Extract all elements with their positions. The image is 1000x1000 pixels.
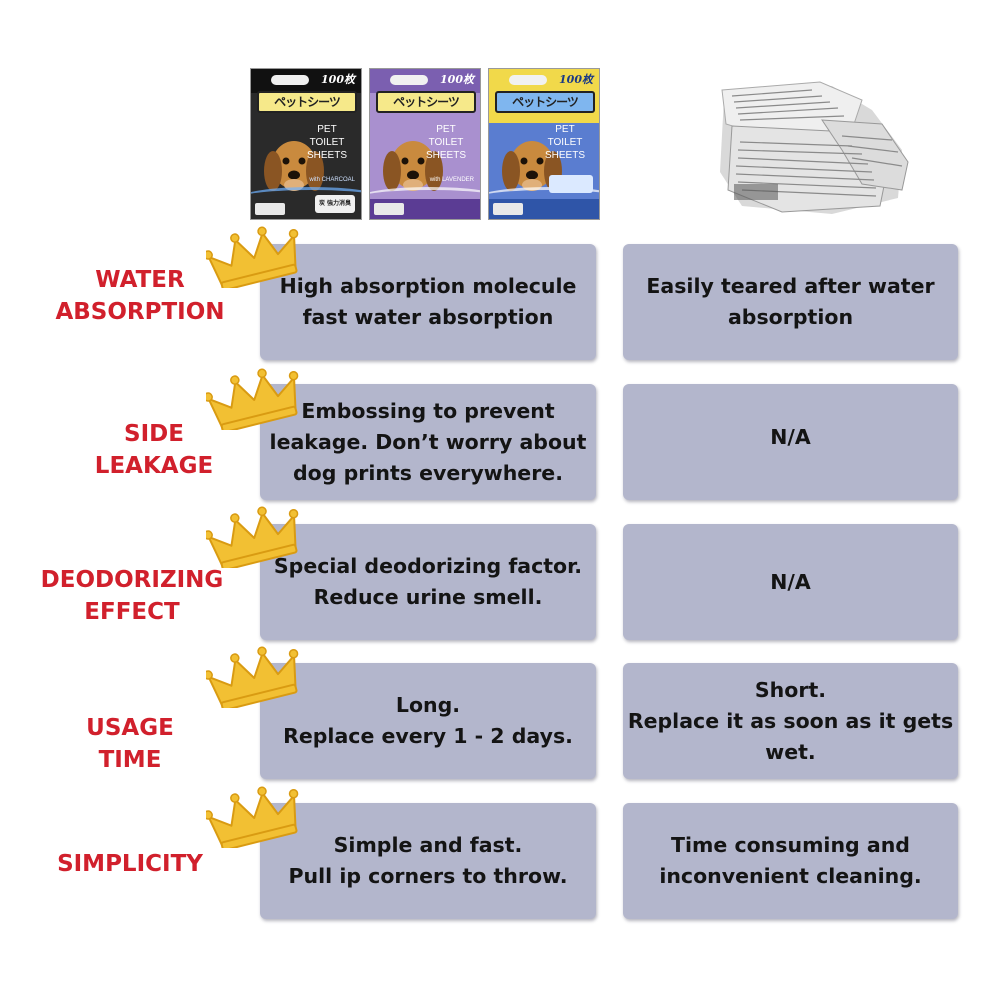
package-size-box <box>493 203 523 215</box>
package-badge: 炭 強力消臭 <box>315 195 355 213</box>
pet-sheet-cell-side-leakage: Embossing to prevent leakage. Don’t worr… <box>260 384 596 500</box>
brand-logo <box>271 75 309 85</box>
dog-photo-icon <box>383 141 443 191</box>
package-title: ペットシーツ <box>495 91 595 113</box>
brand-logo <box>390 75 428 85</box>
row-label-simplicity: SIMPLICITY <box>57 851 203 877</box>
package-size-box <box>255 203 285 215</box>
package-variant: with CHARCOAL <box>309 177 355 183</box>
crown-icon <box>206 368 299 430</box>
newspaper-cell-simplicity: Time consuming and inconvenient cleaning… <box>623 803 958 919</box>
row-label-water-absorption: WATER ABSORPTION <box>55 267 225 325</box>
pet-sheet-cell-deodorizing-effect: Special deodorizing factor. Reduce urine… <box>260 524 596 640</box>
product-package-standard: 100枚 ペットシーツ PET TOILET SHEETS <box>488 68 600 220</box>
product-package-lavender: 100枚 ペットシーツ PET TOILET SHEETS with LAVEN… <box>369 68 481 220</box>
crown-icon <box>206 226 299 288</box>
package-swoosh <box>489 187 599 208</box>
row-label-deodorizing-effect: DEODORIZING EFFECT <box>40 567 224 625</box>
pet-sheet-cell-usage-time: Long. Replace every 1 - 2 days. <box>260 663 596 779</box>
dog-photo-icon <box>264 141 324 191</box>
package-swoosh <box>370 187 480 208</box>
package-swoosh <box>251 187 361 208</box>
pet-sheet-cell-water-absorption: High absorption molecule fast water abso… <box>260 244 596 360</box>
crown-icon <box>206 506 299 568</box>
brand-logo <box>509 75 547 85</box>
package-count: 100枚 <box>440 73 474 86</box>
package-count: 100枚 <box>321 73 355 86</box>
package-pet-text: PET TOILET SHEETS <box>425 124 466 161</box>
crown-icon <box>206 786 299 848</box>
package-title: ペットシーツ <box>376 91 476 113</box>
row-label-side-leakage: SIDE LEAKAGE <box>94 421 214 479</box>
package-badge <box>549 175 593 193</box>
package-size-box <box>374 203 404 215</box>
newspaper-cell-water-absorption: Easily teared after water absorption <box>623 244 958 360</box>
newspaper-cell-usage-time: Short. Replace it as soon as it gets wet… <box>623 663 958 779</box>
pet-sheet-cell-simplicity: Simple and fast. Pull ip corners to thro… <box>260 803 596 919</box>
row-label-usage-time: USAGE TIME <box>86 715 174 773</box>
product-package-charcoal: 100枚 ペットシーツ PET TOILET SHEETS with CHARC… <box>250 68 362 220</box>
package-variant: with LAVENDER <box>429 177 474 183</box>
newspaper-stack-image <box>720 81 909 214</box>
package-title: ペットシーツ <box>257 91 357 113</box>
newspaper-cell-side-leakage: N/A <box>623 384 958 500</box>
pet-sheets-product-image: 100枚 ペットシーツ PET TOILET SHEETS with CHARC… <box>250 68 600 220</box>
newspaper-cell-deodorizing-effect: N/A <box>623 524 958 640</box>
crown-icon <box>206 646 299 708</box>
package-pet-text: PET TOILET SHEETS <box>306 124 347 161</box>
package-count: 100枚 <box>559 73 593 86</box>
package-pet-text: PET TOILET SHEETS <box>544 124 585 161</box>
